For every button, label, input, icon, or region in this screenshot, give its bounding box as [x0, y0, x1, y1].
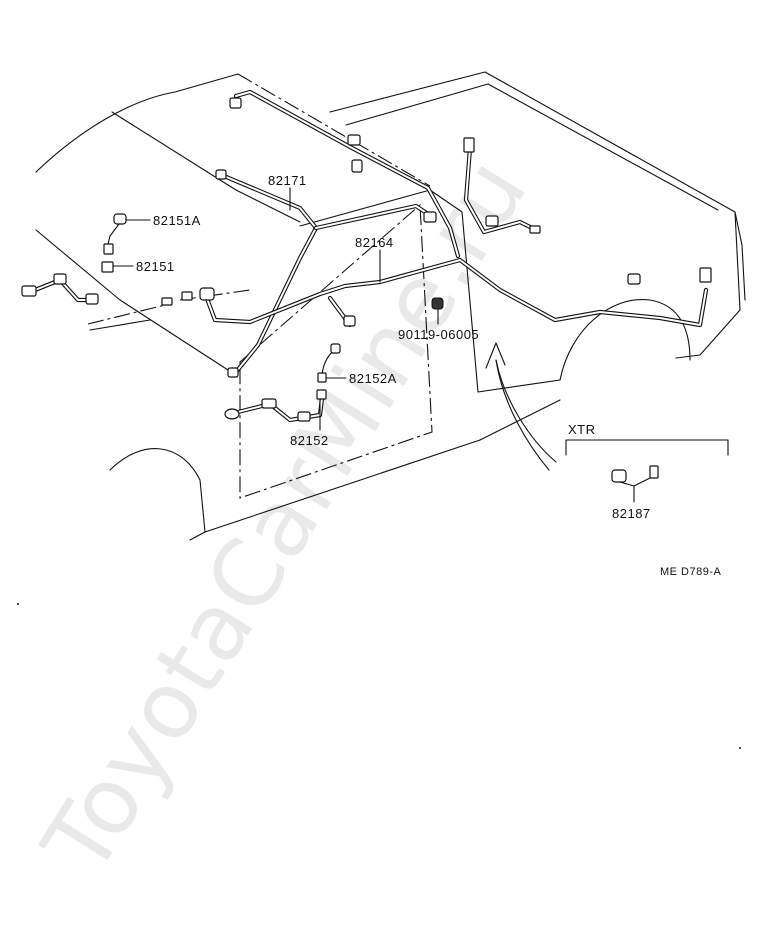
variant-label-xtr: XTR — [568, 422, 596, 437]
harness-82171 — [221, 89, 461, 375]
watermark: ToyotaCarMine.ru — [22, 140, 548, 893]
part-label-82171: 82171 — [268, 173, 307, 188]
part-label-82151A: 82151A — [153, 213, 201, 228]
part-label-82164: 82164 — [355, 235, 394, 250]
part-label-82152A: 82152A — [349, 371, 397, 386]
part-label-82187: 82187 — [612, 506, 651, 521]
dot-mark — [17, 603, 19, 605]
part-label-90119-06005: 90119-06005 — [398, 327, 479, 342]
dot-mark — [739, 747, 741, 749]
leader-lines — [112, 187, 635, 503]
arrow-icon — [485, 342, 557, 471]
routing-line — [87, 304, 166, 325]
part-label-82151: 82151 — [136, 259, 175, 274]
part-label-82152: 82152 — [290, 433, 329, 448]
harness-82164 — [203, 145, 709, 328]
diagram-code: ME D789-A — [660, 566, 722, 578]
xtr-bracket — [565, 439, 729, 456]
